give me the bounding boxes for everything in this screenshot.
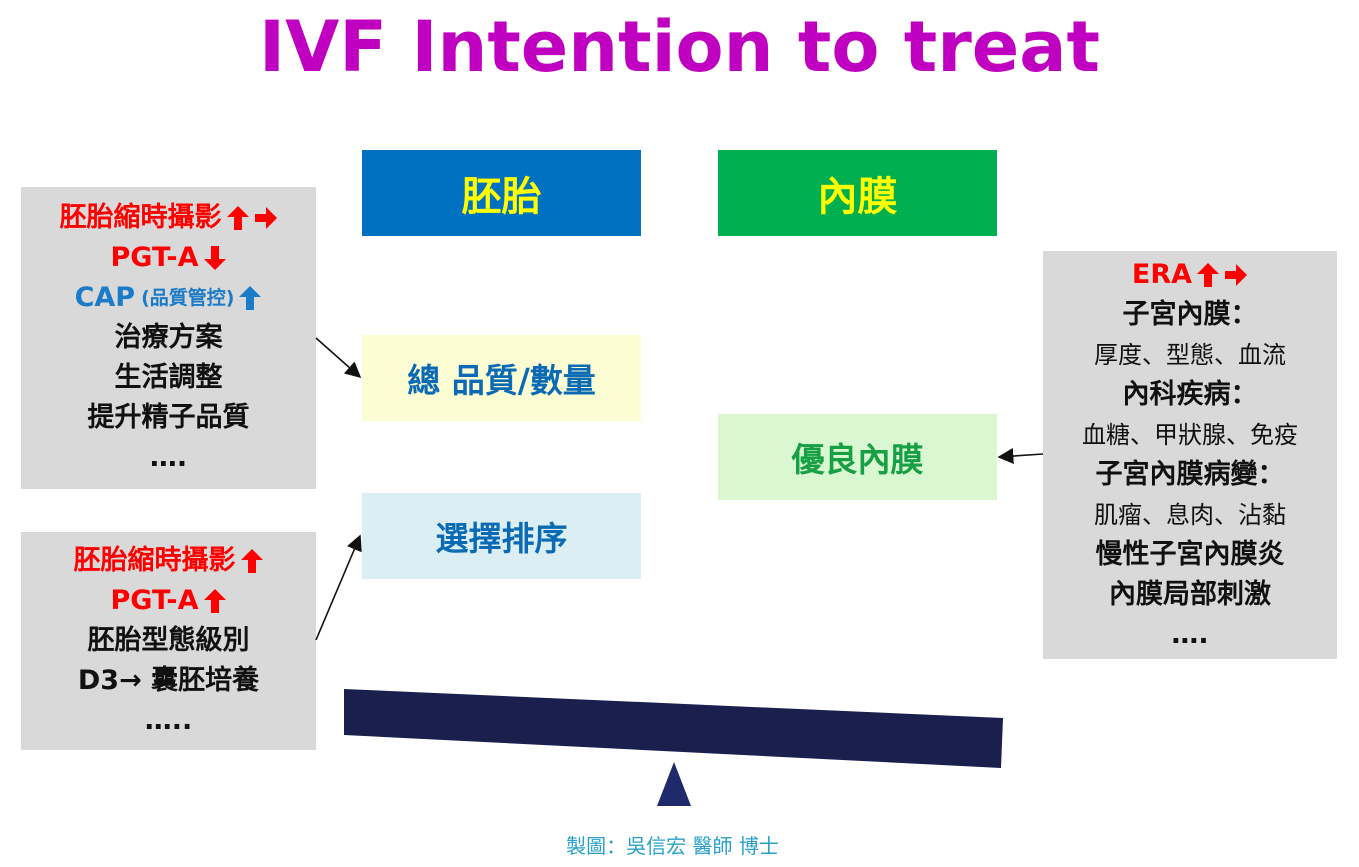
factor-text: 提升精子品質: [87, 402, 250, 433]
factor-line: 胚胎縮時攝影: [60, 198, 278, 238]
factor-line: PGT-A: [110, 581, 226, 621]
factor-line: 治療方案: [115, 318, 223, 358]
factor-line: 血糖、甲狀腺、免疫: [1082, 415, 1298, 455]
factor-text: 胚胎型態級別: [87, 625, 250, 656]
arrow-up-icon: [239, 286, 262, 310]
embryo-header-label: 胚胎: [461, 174, 542, 220]
embryo-selection-factors-box: 胚胎縮時攝影 PGT-A 胚胎型態級別 D3→ 囊胚培養 …..: [21, 532, 316, 750]
factor-text: …..: [144, 705, 193, 736]
factor-line: 胚胎縮時攝影: [74, 541, 264, 581]
factor-text: D3→ 囊胚培養: [77, 665, 260, 696]
factor-line: 內膜局部刺激: [1109, 575, 1271, 615]
factor-text: 厚度、型態、血流: [1094, 341, 1286, 369]
endometrium-header: 內膜: [718, 150, 997, 236]
embryo-quality-factors-box: 胚胎縮時攝影 PGT-A CAP(品質管控) 治療方案生活調整提升精子品質 ….: [21, 187, 316, 489]
factor-text: ….: [149, 442, 188, 473]
factor-line: 肌瘤、息肉、沾黏: [1094, 495, 1286, 535]
factor-text: PGT-A: [110, 585, 199, 616]
factor-text: 血糖、甲狀腺、免疫: [1082, 421, 1298, 449]
factor-line: 內科疾病：: [1123, 375, 1258, 415]
factor-line: D3→ 囊胚培養: [78, 661, 259, 701]
selection-ranking-label: 選擇排序: [435, 519, 568, 558]
factor-subtext: (品質管控): [141, 287, 235, 309]
arrow-down-icon: [203, 246, 226, 270]
factor-line: 提升精子品質: [88, 398, 250, 438]
connector-arrow-quality: [315, 337, 362, 379]
factor-line: 慢性子宮內膜炎: [1096, 535, 1285, 575]
author-credit: 製圖：吳信宏 醫師 博士: [566, 834, 779, 858]
factor-text: 肌瘤、息肉、沾黏: [1094, 501, 1286, 529]
selection-ranking-box: 選擇排序: [362, 493, 641, 579]
factor-line: 生活調整: [115, 358, 223, 398]
arrow-right-icon: [1225, 264, 1248, 286]
connector-arrow-endometrium: [997, 448, 1044, 465]
factor-text: ….: [1171, 619, 1209, 650]
factor-line: 子宮內膜：: [1123, 295, 1258, 335]
factor-line: 子宮內膜病變：: [1096, 455, 1285, 495]
arrow-up-icon: [240, 549, 263, 573]
balance-beam: [344, 689, 1003, 768]
factor-text: PGT-A: [110, 242, 199, 273]
factor-text: 內膜局部刺激: [1109, 579, 1271, 610]
factor-line: …..: [145, 701, 193, 741]
factor-text: ERA: [1131, 259, 1193, 290]
embryo-header: 胚胎: [362, 150, 641, 236]
factor-text: 胚胎縮時攝影: [73, 545, 236, 576]
arrow-up-icon: [203, 589, 226, 613]
arrow-right-icon: [254, 207, 277, 229]
factor-text: CAP: [74, 282, 136, 313]
factor-line: ….: [150, 438, 187, 478]
quality-quantity-label: 總 品質/數量: [407, 361, 596, 400]
factor-text: 內科疾病：: [1122, 379, 1258, 410]
factor-line: CAP(品質管控): [75, 278, 263, 318]
factor-line: PGT-A: [110, 238, 226, 278]
good-endometrium-label: 優良內膜: [791, 440, 924, 479]
arrow-up-icon: [226, 206, 249, 230]
factor-text: 子宮內膜：: [1122, 299, 1258, 330]
endometrium-factors-box: ERA 子宮內膜： 厚度、型態、血流內科疾病： 血糖、甲狀腺、免疫子宮內膜病變： 肌瘤、…: [1043, 251, 1337, 659]
quality-quantity-box: 總 品質/數量: [362, 335, 641, 421]
factor-text: 生活調整: [114, 362, 223, 393]
arrow-up-icon: [1197, 263, 1220, 287]
page-title: IVF Intention to treat: [259, 6, 1100, 88]
factor-text: 子宮內膜病變：: [1095, 459, 1285, 490]
factor-text: 慢性子宮內膜炎: [1095, 539, 1285, 570]
good-endometrium-box: 優良內膜: [718, 414, 997, 500]
connector-arrow-selection: [315, 534, 362, 641]
factor-text: 治療方案: [114, 322, 223, 353]
factor-line: ….: [1171, 615, 1208, 655]
factor-line: 厚度、型態、血流: [1094, 335, 1286, 375]
balance-fulcrum-icon: [657, 762, 691, 806]
factor-line: 胚胎型態級別: [88, 621, 250, 661]
factor-text: 胚胎縮時攝影: [59, 202, 222, 233]
factor-line: ERA: [1132, 255, 1248, 295]
endometrium-header-label: 內膜: [817, 174, 898, 220]
